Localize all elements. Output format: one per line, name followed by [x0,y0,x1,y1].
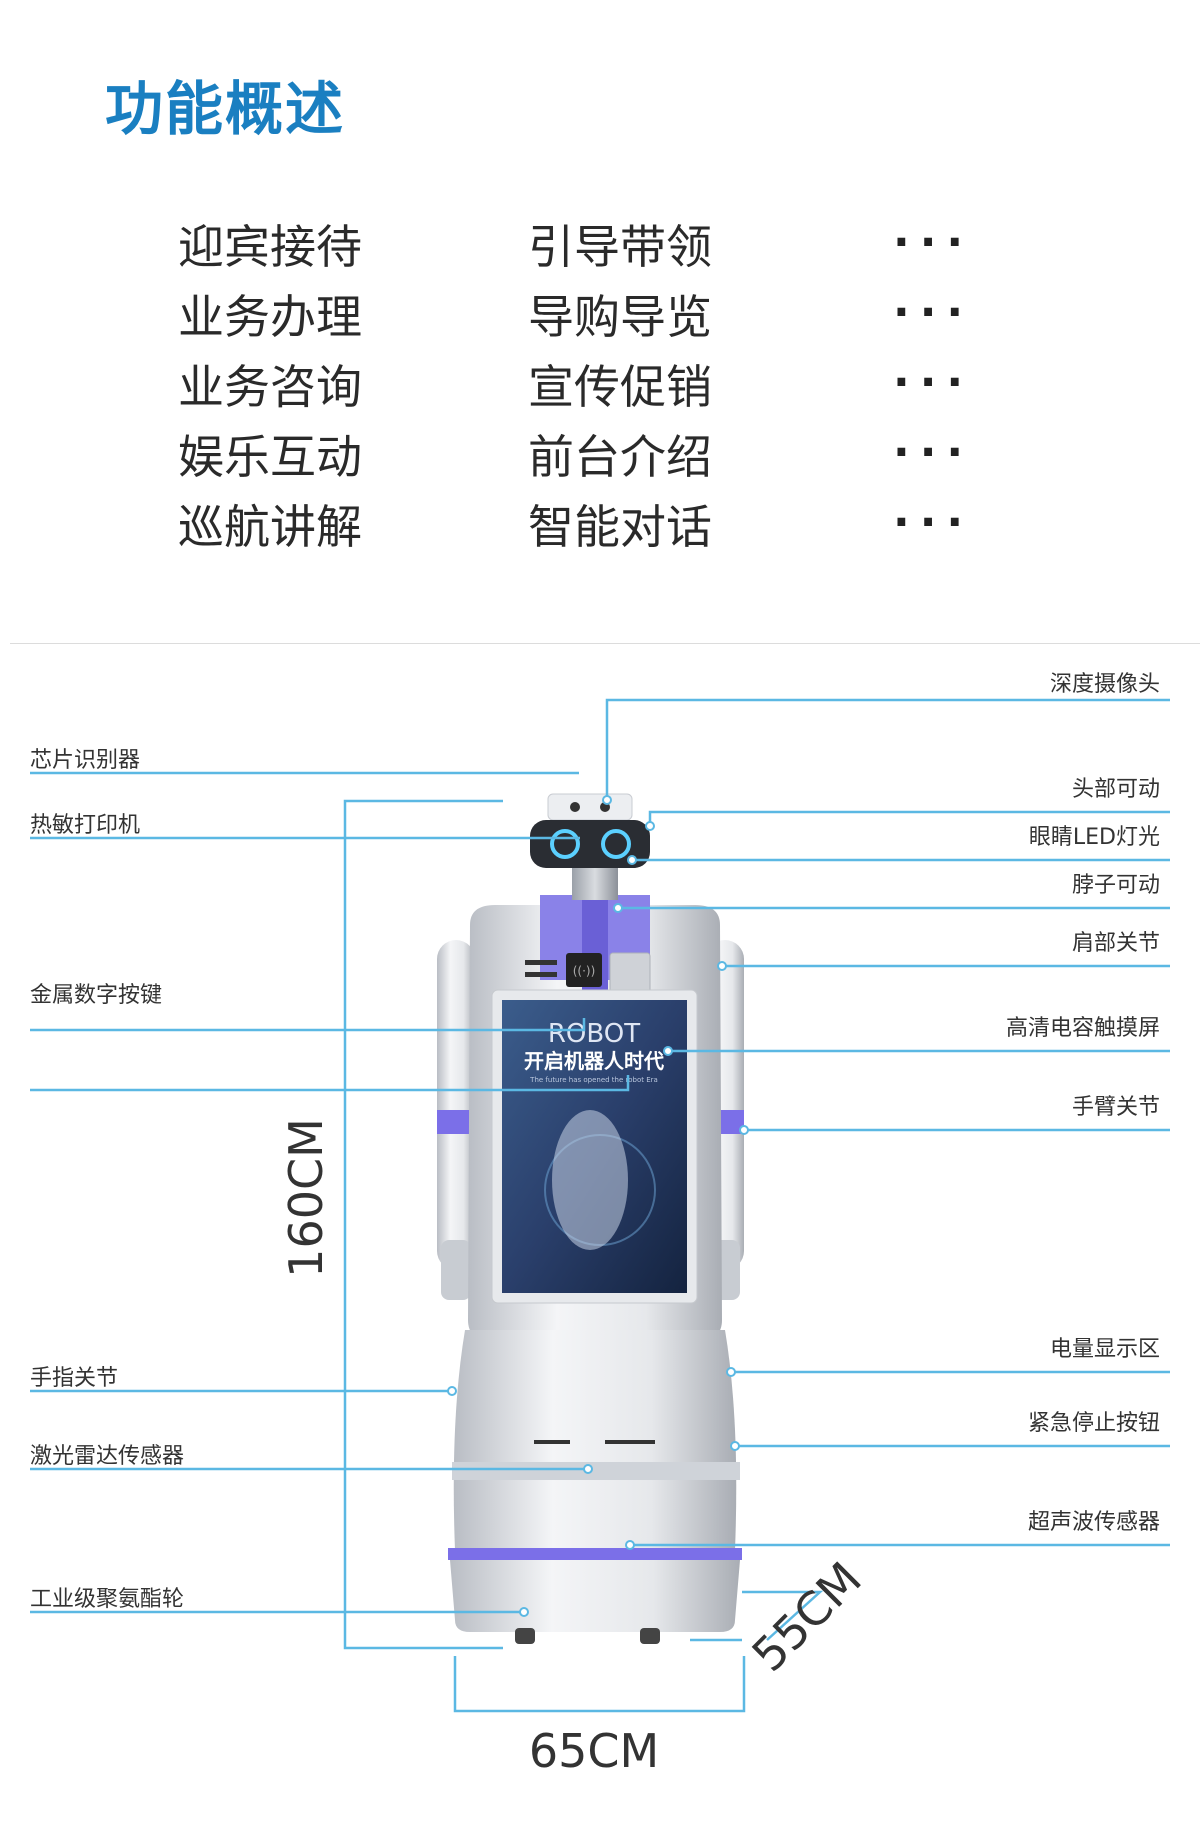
label-lidar: 激光雷达传感器 [30,1444,184,1469]
feature-item: 业务咨询 [178,360,362,414]
ellipsis: ··· [893,287,974,338]
head-top [547,793,633,821]
feature-item: 前台介绍 [528,430,712,484]
height-dimension: 160CM [279,1118,333,1278]
feature-item: 智能对话 [528,500,712,554]
printer-slot [525,972,557,977]
label-shoulder-joint: 肩部关节 [1072,931,1160,956]
label-keypad: 金属数字按键 [30,983,162,1008]
lower-body [453,1330,737,1550]
height-bracket [343,799,503,1650]
left-eye-icon [550,829,580,859]
chip-reader [566,953,602,987]
divider [10,643,1200,644]
feature-item: 业务办理 [178,290,362,344]
wheel [640,1628,660,1644]
wheel [515,1628,535,1644]
screen-headline: 开启机器人时代 [524,1049,664,1073]
feature-item: 娱乐互动 [178,430,362,484]
label-emergency-stop: 紧急停止按钮 [1028,1411,1160,1436]
base [450,1560,740,1632]
vent-slot [534,1440,570,1444]
ellipsis: ··· [893,357,974,408]
number-keypad [609,952,651,994]
leader-dot [645,821,655,831]
leader-line [648,810,1170,826]
base-light-band [448,1548,742,1560]
leader-dot [739,1125,749,1135]
leader-dot [583,1464,593,1474]
leader-dots [447,795,749,1617]
label-head-movable: 头部可动 [1072,777,1160,802]
leader-line [30,1075,630,1092]
left-arm-joint [437,1110,475,1134]
depth-bracket [742,1590,824,1641]
printer-slot [525,960,557,965]
leader-lines [30,698,1170,1713]
label-eye-led: 眼睛LED灯光 [1029,825,1160,850]
label-printer: 热敏打印机 [30,813,140,838]
leader-dot [613,903,623,913]
feature-item: 引导带领 [528,220,712,274]
leader-dot [717,961,727,971]
label-ultrasonic: 超声波传感器 [1028,1510,1160,1535]
camera-lens-icon [570,802,580,812]
feature-item: 宣传促销 [528,360,712,414]
feature-item: 迎宾接待 [178,220,362,274]
label-touch-screen: 高清电容触摸屏 [1006,1016,1160,1041]
leader-dot [627,855,637,865]
label-wheel: 工业级聚氨酯轮 [30,1587,184,1612]
leader-dot [730,1441,740,1451]
leader-dot [519,1607,529,1617]
leader-line [30,1018,586,1032]
label-finger-joint: 手指关节 [30,1366,118,1391]
vent-slot [605,1440,655,1444]
robot-illustration: ((·)) ROBOT 开启机器人时代 The future has opene… [437,793,744,1644]
leader-dot [602,795,612,805]
ellipsis: ··· [893,217,974,268]
lidar-band [452,1462,740,1480]
feature-item: 导购导览 [528,290,712,344]
label-depth-camera: 深度摄像头 [1050,672,1160,697]
width-bracket [453,1656,746,1713]
screen-tagline: The future has opened the robot Era [529,1076,658,1084]
right-eye-icon [601,829,631,859]
depth-dimension: 55CM [742,1552,872,1682]
leader-line [605,698,1170,800]
feature-grid: 迎宾接待 引导带领 ··· 业务办理 导购导览 ··· 业务咨询 宣传促销 ··… [178,212,1013,562]
section-title: 功能概述 [105,75,346,143]
leader-dot [625,1540,635,1550]
left-hand [441,1240,471,1300]
screen-brand: ROBOT [548,1019,640,1049]
ellipsis: ··· [893,427,974,478]
nfc-icon: ((·)) [573,964,596,978]
feature-item: 巡航讲解 [178,500,362,554]
ellipsis: ··· [893,497,974,548]
label-chip-reader: 芯片识别器 [30,748,140,773]
left-arm [437,940,475,1270]
label-battery-display: 电量显示区 [1050,1337,1160,1362]
leader-dot [726,1367,736,1377]
screen-robot-figure [552,1110,628,1250]
leader-dot [663,1046,673,1056]
width-dimension: 65CM [529,1724,659,1778]
label-neck-movable: 脖子可动 [1072,873,1160,898]
label-arm-joint: 手臂关节 [1072,1095,1160,1120]
leader-dot [447,1386,457,1396]
